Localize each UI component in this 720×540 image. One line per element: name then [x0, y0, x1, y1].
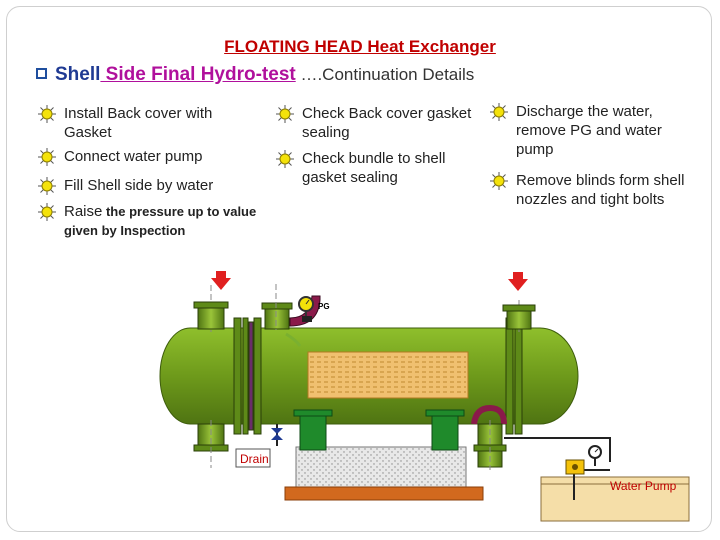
step-install-back-cover: Install Back cover with Gasket: [38, 104, 258, 142]
sun-bullet-icon: [38, 177, 56, 195]
pump-piping: [504, 437, 611, 500]
step-raise-pressure: Raise the pressure up to value given by …: [38, 202, 258, 240]
sun-bullet-icon: [490, 172, 508, 190]
step-fill-shell: Fill Shell side by water: [38, 176, 258, 195]
raise-detail: the pressure up to value given by Inspec…: [64, 204, 257, 238]
nozzle-right-bottom: [471, 404, 507, 470]
foundation: [284, 446, 484, 501]
drain-box: [235, 448, 271, 468]
checkbox-bullet-icon: [36, 68, 47, 79]
sun-bullet-icon: [38, 148, 56, 166]
pg-nozzle: [261, 284, 321, 347]
step-check-bundle: Check bundle to shell gasket sealing: [276, 149, 476, 187]
step-discharge-water: Discharge the water, remove PG and water…: [490, 102, 690, 159]
pump-gauge-icon: [588, 445, 602, 466]
sun-bullet-icon: [38, 105, 56, 123]
slide-subtitle: Shell Side Final Hydro-test ….Continuati…: [36, 64, 474, 86]
subtitle-hydrotest: Side Final Hydro-test: [100, 64, 296, 85]
step-connect-pump: Connect water pump: [38, 147, 258, 166]
subtitle-continuation: ….Continuation Details: [295, 65, 475, 84]
flange-left: [233, 317, 262, 435]
vent-arrow-left: [211, 271, 231, 290]
nozzle-right-top: [502, 300, 536, 332]
vent-arrow-right: [508, 272, 528, 291]
sun-bullet-icon: [276, 150, 294, 168]
slide-frame: [6, 6, 712, 532]
water-pump-icon: [565, 459, 585, 475]
slide-title: FLOATING HEAD Heat Exchanger: [224, 37, 496, 56]
step-check-back-cover: Check Back cover gasket sealing: [276, 104, 476, 142]
step-remove-blinds: Remove blinds form shell nozzles and tig…: [490, 171, 690, 209]
saddle-right: [425, 409, 465, 451]
subtitle-shell: Shell: [55, 64, 101, 85]
nozzle-left-bottom: [193, 420, 229, 468]
saddle-left: [293, 409, 333, 451]
sun-bullet-icon: [38, 203, 56, 221]
raise-word: Raise: [64, 203, 103, 220]
tube-bundle: [307, 351, 469, 399]
drain-valve-icon: [271, 424, 283, 446]
water-pump-tank: [540, 476, 690, 522]
sun-bullet-icon: [490, 103, 508, 121]
pressure-gauge-icon: [298, 296, 314, 322]
water-pump-label: Water Pump: [610, 479, 677, 493]
pg-label: PG: [318, 302, 330, 311]
nozzle-left-top: [193, 285, 229, 332]
sun-bullet-icon: [276, 105, 294, 123]
drain-label: Drain: [240, 452, 269, 466]
